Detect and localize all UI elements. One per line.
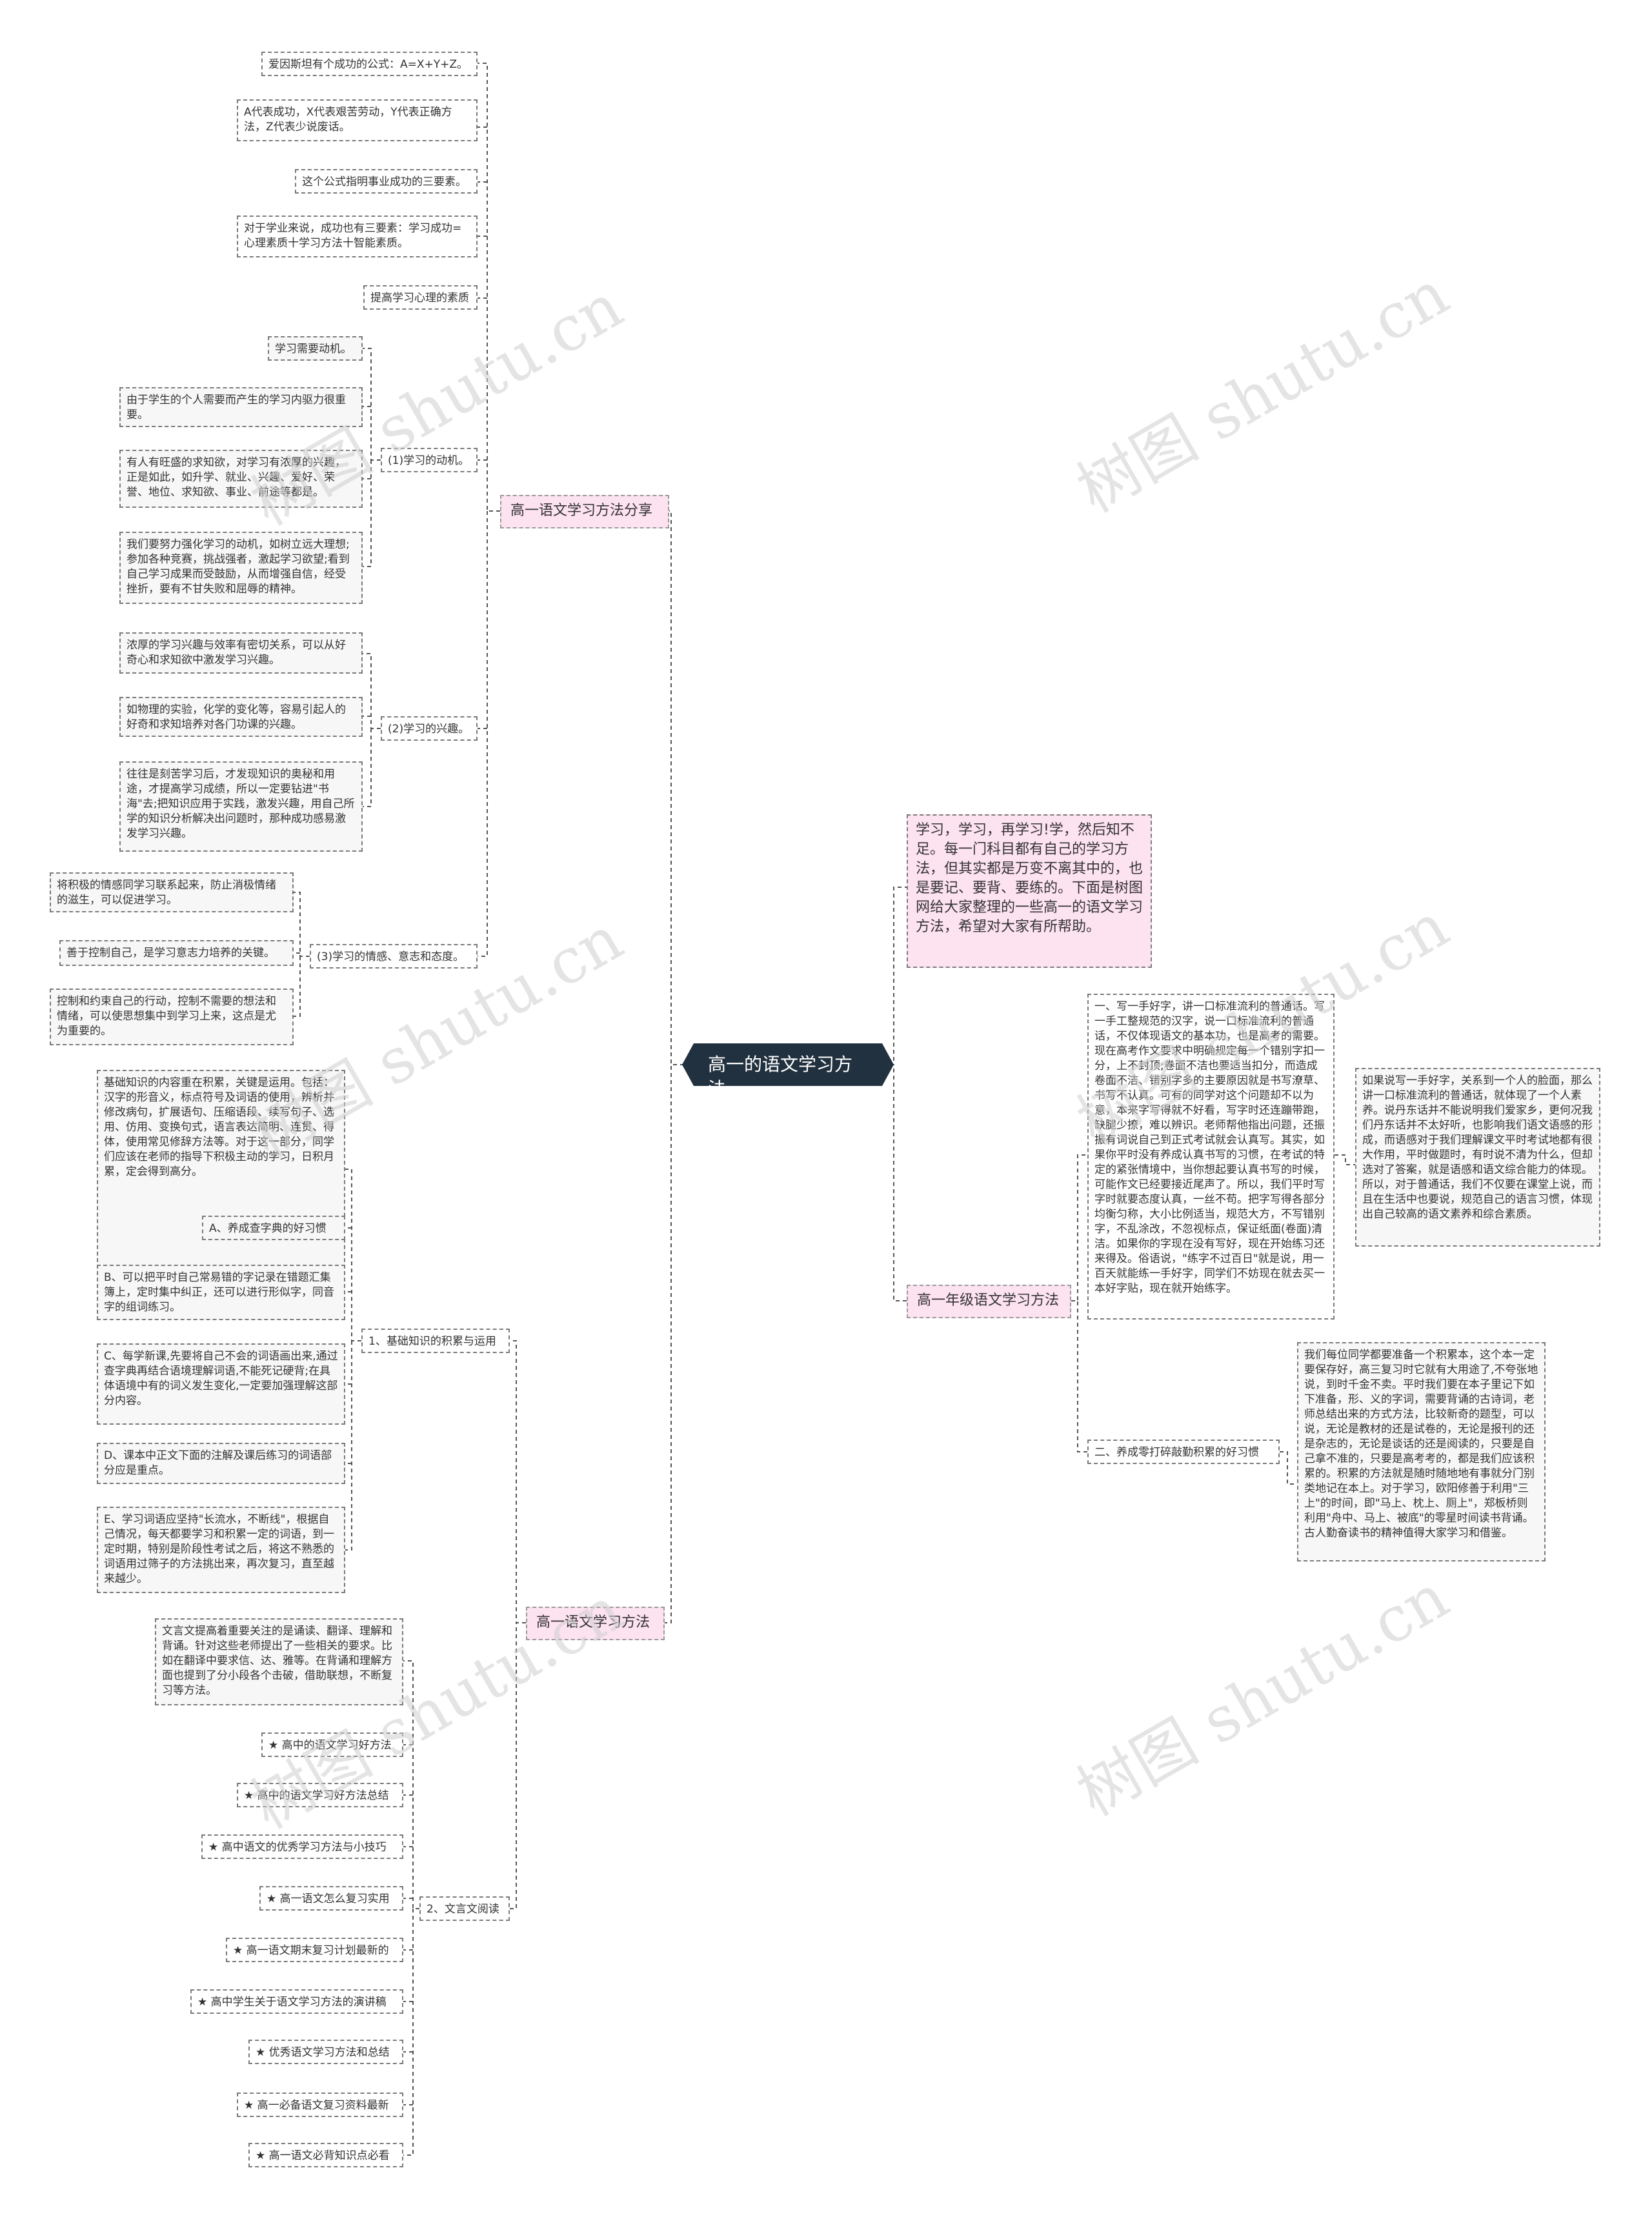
classical-reading-label[interactable]: 2、文言文阅读 <box>419 1896 510 1921</box>
basic-new-lesson[interactable]: C、每学新课,先要将自己不会的词语画出来,通过查字典再结合语境理解词语,不能死记… <box>97 1343 345 1425</box>
branch-grade-one-method[interactable]: 高一年级语文学习方法 <box>907 1285 1071 1318</box>
emotion-restrain[interactable]: 控制和约束自己的行动，控制不需要的想法和情绪，可以使思想集中到学习上来，这点是尤… <box>50 989 294 1045</box>
interest-experiment[interactable]: 如物理的实验，化学的变化等，容易引起人的好奇和求知培养对各门功课的兴趣。 <box>119 697 363 737</box>
mandarin-detail[interactable]: 如果说写一手好字，关系到一个人的脸面，那么讲一口标准流利的普通话，就体现了一个人… <box>1355 1068 1600 1247</box>
link-root-branch2 <box>665 1064 684 1623</box>
study-success-elements[interactable]: 对于学业来说，成功也有三要素：学习成功=心理素质十学习方法十智能素质。 <box>237 216 478 257</box>
link-item-6[interactable]: ★ 高中学生关于语文学习方法的演讲稿 <box>190 1989 403 2014</box>
accumulate-detail[interactable]: 我们每位同学都要准备一个积累本，这个本一定要保存好，高三复习时它就有大用途了,不… <box>1297 1342 1546 1561</box>
basic-dictionary[interactable]: A、养成查字典的好习惯 <box>202 1216 345 1240</box>
root-topic[interactable]: 高一的语文学习方法 <box>682 1043 894 1099</box>
handwriting-speech[interactable]: 一、写一手好字，讲一口标准流利的普通话。写一手工整规范的汉字，说一口标准流利的普… <box>1087 994 1335 1320</box>
motivation-strengthen[interactable]: 我们要努力强化学习的动机，如树立远大理想;参加各种竞赛，挑战强者，激起学习欲望;… <box>119 532 363 604</box>
link-item-2[interactable]: ★ 高中的语文学习好方法总结 <box>237 1783 403 1807</box>
link-item-7[interactable]: ★ 优秀语文学习方法和总结 <box>248 2040 403 2064</box>
link-item-5[interactable]: ★ 高一语文期末复习计划最新的 <box>226 1938 403 1962</box>
interest-label[interactable]: (2)学习的兴趣。 <box>381 716 478 741</box>
emotion-positive[interactable]: 将积极的情感同学习联系起来，防止消极情绪的滋生，可以促进学习。 <box>50 872 294 912</box>
formula-meaning[interactable]: A代表成功，X代表艰苦劳动，Y代表正确方法，Z代表少说废话。 <box>237 99 478 141</box>
link-b1-emotion <box>478 511 488 957</box>
basic-error-notebook[interactable]: B、可以把平时自己常易错的字记录在错题汇集簿上，定时集中纠正，还可以进行形似字，… <box>97 1265 345 1320</box>
motivation-curiosity[interactable]: 有人有旺盛的求知欲，对学习有浓厚的兴趣，正是如此，如升学、就业、兴趣、爱好、荣誉… <box>119 450 363 508</box>
einstein-formula[interactable]: 爱因斯坦有个成功的公式：A=X+Y+Z。 <box>261 52 478 76</box>
link-item-3[interactable]: ★ 高中语文的优秀学习方法与小技巧 <box>201 1834 403 1859</box>
motivation-need[interactable]: 学习需要动机。 <box>268 336 363 361</box>
classical-reading-intro[interactable]: 文言文提高着重要关注的是诵读、翻译、理解和背诵。针对这些老师提出了一些相关的要求… <box>155 1618 403 1705</box>
emotion-self-control[interactable]: 善于控制自己，是学习意志力培养的关键。 <box>59 940 294 966</box>
link-item-8[interactable]: ★ 高一必备语文复习资料最新 <box>237 2093 403 2117</box>
emotion-label[interactable]: (3)学习的情感、意志和态度。 <box>310 944 478 969</box>
motivation-drive[interactable]: 由于学生的个人需要而产生的学习内驱力很重要。 <box>119 387 363 427</box>
link-root-branch3 <box>891 1064 907 1301</box>
link-item-9[interactable]: ★ 高一语文必背知识点必看 <box>248 2143 403 2167</box>
interest-efficiency[interactable]: 浓厚的学习兴趣与效率有密切关系，可以从好奇心和求知欲中激发学习兴趣。 <box>119 632 363 674</box>
branch-learning-method[interactable]: 高一语文学习方法 <box>526 1607 665 1640</box>
formula-three-elements[interactable]: 这个公式指明事业成功的三要素。 <box>295 169 478 194</box>
improve-psychology[interactable]: 提高学习心理的素质 <box>363 285 478 310</box>
motivation-label[interactable]: (1)学习的动机。 <box>381 448 478 472</box>
branch-learning-method-share[interactable]: 高一语文学习方法分享 <box>500 495 669 528</box>
link-item-4[interactable]: ★ 高一语文怎么复习实用 <box>259 1886 403 1911</box>
link-item-1[interactable]: ★ 高中的语文学习好方法 <box>261 1732 403 1757</box>
basic-knowledge-label[interactable]: 1、基础知识的积累与运用 <box>361 1329 510 1353</box>
intro-text[interactable]: 学习，学习，再学习!学，然后知不足。每一门科目都有自己的学习方法，但其实都是万变… <box>907 814 1152 968</box>
interest-hard-work[interactable]: 往往是刻苦学习后，才发现知识的奥秘和用途，才提高学习成绩，所以一定要钻进"书海"… <box>119 761 363 852</box>
link-b1-children <box>478 63 500 512</box>
basic-vocabulary[interactable]: E、学习词语应坚持"长流水，不断线"，根据自己情况，每天都要学习和积累一定的词语… <box>97 1507 345 1593</box>
basic-textbook-notes[interactable]: D、课本中正文下面的注解及课后练习的词语部分应是重点。 <box>97 1443 345 1484</box>
link-root-branch1 <box>665 510 684 1065</box>
link-root-intro <box>891 887 907 1065</box>
accumulate-habit[interactable]: 二、养成零打碎敲勤积累的好习惯 <box>1087 1440 1280 1464</box>
